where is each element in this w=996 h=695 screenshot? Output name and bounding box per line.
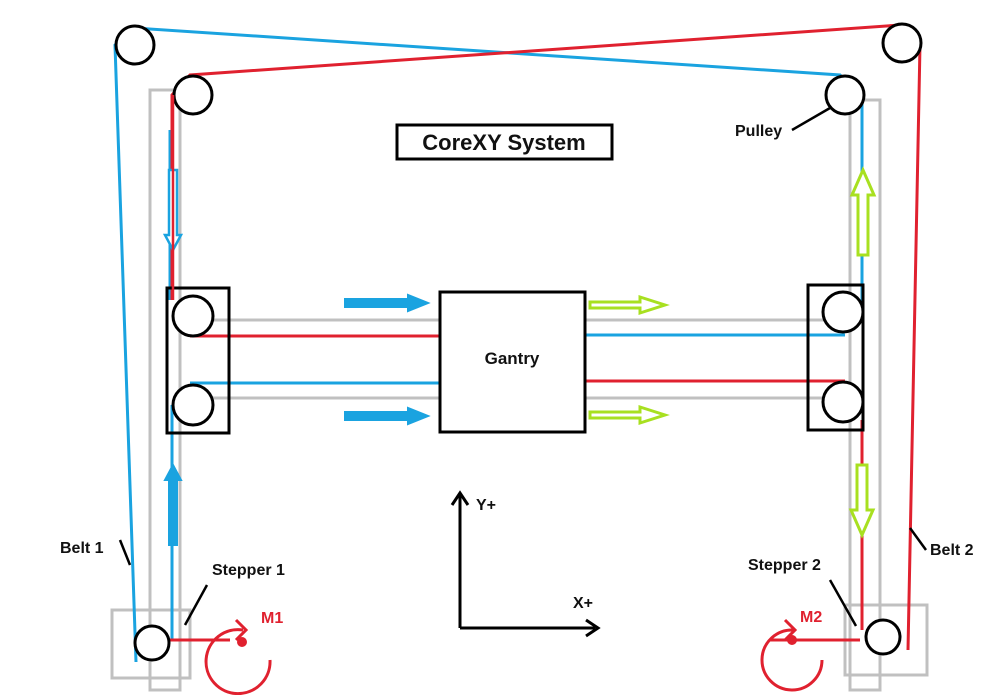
stepper-1-label: Stepper 1 [212, 562, 285, 579]
belt-1-arrow-up-icon [163, 462, 183, 546]
motion-arrow-down-icon [848, 463, 876, 539]
right-carriage [806, 283, 865, 432]
motion-arrow-up-icon [849, 166, 877, 257]
y-axis-arrow-icon [450, 490, 470, 506]
pulley-left-carriage-bottom [171, 383, 215, 427]
pulley-left-carriage-top [171, 294, 215, 338]
belt-2-leader [908, 527, 928, 551]
pulley-top-left-outer [114, 24, 156, 66]
axis-indicator [450, 490, 601, 638]
title-box [395, 123, 614, 161]
stepper-1-leader [183, 584, 209, 626]
motor-2-rotation-icon [760, 618, 824, 692]
x-axis-arrow-icon [585, 618, 601, 638]
pulley-top-right-outer [881, 22, 923, 64]
pulleys [114, 22, 923, 662]
pulley-top-right-inner [824, 74, 866, 116]
motor-1-rotation-icon [204, 618, 272, 695]
page-title: CoreXY System [422, 130, 585, 155]
axis-x-label: X+ [573, 595, 593, 612]
motion-arrow-right-top-icon [588, 294, 670, 316]
gantry-label: Gantry [485, 349, 540, 368]
belt-1-arrow-right-bottom-icon [344, 406, 431, 426]
stepper-2-leader [828, 579, 858, 627]
belt-1-arrow-right-top-icon [344, 293, 431, 313]
pulley-right-carriage-top [821, 290, 865, 334]
pulley-label: Pulley [735, 123, 782, 140]
stepper-1-mount [110, 608, 192, 680]
stepper-2-label: Stepper 2 [748, 557, 821, 574]
belt-1-label: Belt 1 [60, 540, 104, 557]
pulley-right-carriage-bottom [821, 380, 865, 424]
motion-arrow-right-bottom-icon [588, 404, 670, 426]
motor-2-label: M2 [800, 609, 822, 626]
stepper-2-pulley [864, 618, 902, 656]
axis-y-label: Y+ [476, 497, 496, 514]
stepper-1-pulley [133, 624, 171, 662]
pulley-top-left-inner [172, 74, 214, 116]
pulley-leader [791, 106, 831, 132]
gantry-block [438, 290, 587, 434]
belt-2-label: Belt 2 [930, 542, 974, 559]
motor-1-label: M1 [261, 610, 283, 627]
left-carriage [165, 286, 231, 435]
belt-1-leader [118, 539, 132, 566]
